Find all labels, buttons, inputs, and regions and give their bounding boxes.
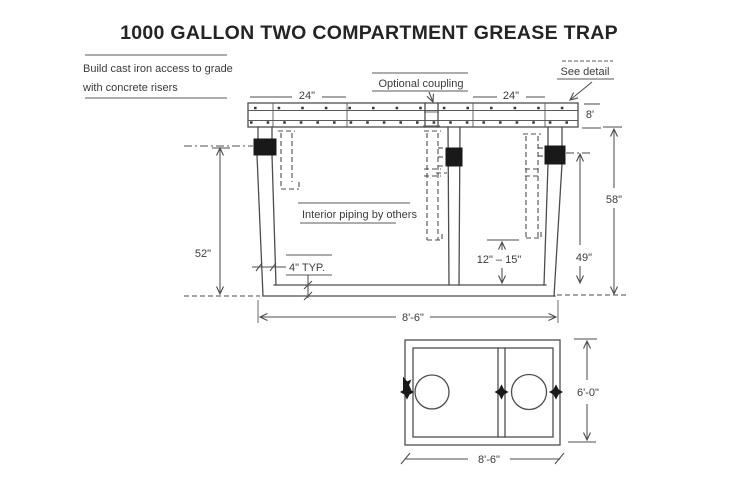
dim-left-cover: 24": [250, 90, 346, 102]
dim-plan-length: 8'-6": [400, 452, 565, 466]
dim-section-length-text: 8'-6": [402, 312, 424, 324]
baffle-fitting: [445, 147, 463, 167]
dim-inlet-depth-text: 52": [195, 248, 211, 260]
plan-inlet-fitting-star: [400, 384, 414, 400]
dim-right-cover: 24": [473, 90, 545, 102]
dim-plan-width: 6'-0": [568, 338, 599, 443]
dim-right-cover-text: 24": [503, 90, 519, 102]
access-note-line1: Build cast iron access to grade: [83, 63, 233, 75]
plan-outer-wall: [404, 339, 561, 446]
optional-coupling-fitting: [423, 102, 440, 128]
see-detail-label: See detail: [557, 60, 614, 101]
plan-manhole-left: [414, 374, 450, 410]
dim-plan-width-text: 6'-0": [577, 387, 599, 399]
optional-coupling-text: Optional coupling: [378, 78, 463, 90]
dim-slab-thickness-text: 8': [586, 109, 594, 121]
plan-view: [400, 339, 563, 446]
dim-wall-thickness-text: 4" TYP.: [289, 262, 325, 274]
plan-outlet-fitting-star: [549, 384, 563, 400]
plan-baffle-fitting-star: [494, 384, 509, 400]
center-drop-pipe: [424, 130, 447, 241]
dim-overall-depth-text: 58": [606, 194, 622, 206]
dim-outlet-depth-text: 49": [576, 252, 592, 264]
dim-inlet-depth: 52": [195, 146, 230, 296]
access-note-line2: with concrete risers: [82, 82, 178, 94]
tank-walls: [184, 126, 626, 297]
dim-outlet-pipe-drop: 12" – 15": [477, 239, 522, 285]
inlet-drop-pipe: [278, 130, 300, 190]
dim-overall-depth: 58": [603, 126, 622, 296]
dim-slab-thickness: 8': [582, 103, 601, 129]
outlet-fitting: [544, 145, 566, 165]
plan-manhole-right: [510, 373, 548, 411]
access-note: Build cast iron access to grade with con…: [82, 54, 233, 99]
see-detail-text: See detail: [561, 66, 610, 78]
page-title: 1000 GALLON TWO COMPARTMENT GREASE TRAP: [120, 22, 618, 44]
dim-wall-thickness: 4" TYP.: [252, 254, 332, 301]
inlet-fitting: [253, 138, 277, 156]
top-slab: [247, 102, 579, 128]
dim-left-cover-text: 24": [299, 90, 315, 102]
interior-piping-text: Interior piping by others: [302, 209, 417, 221]
plan-inner-wall: [412, 347, 554, 438]
dim-section-length: 8'-6": [257, 300, 559, 324]
dim-outlet-pipe-drop-text: 12" – 15": [477, 254, 522, 266]
dim-outlet-depth: 49": [576, 152, 592, 285]
optional-coupling-label: Optional coupling: [372, 72, 468, 104]
interior-piping-label: Interior piping by others: [298, 202, 417, 224]
dim-plan-length-text: 8'-6": [478, 454, 500, 466]
outlet-drop-pipe: [523, 133, 545, 239]
